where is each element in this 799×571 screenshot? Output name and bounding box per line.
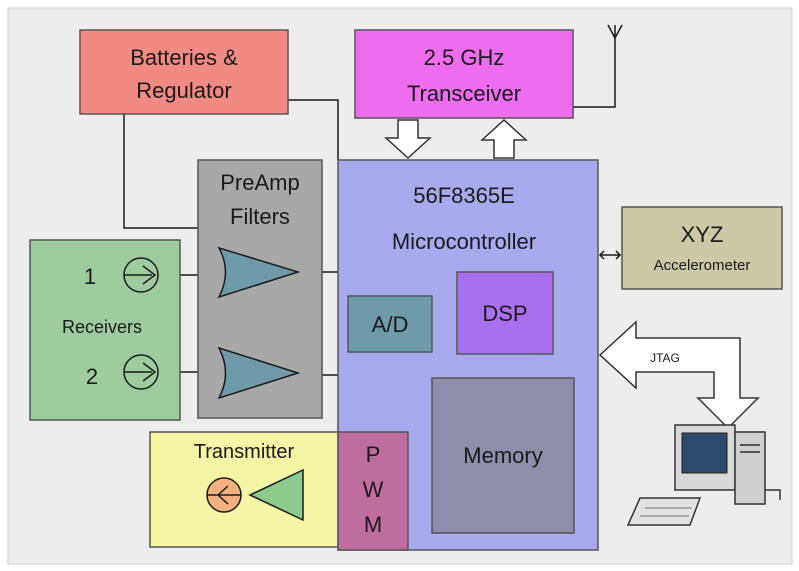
pwm-block[interactable]: P W M <box>337 431 409 551</box>
jtag-label: JTAG <box>650 351 680 365</box>
amplifier-icon <box>248 468 304 522</box>
power-wire-to-microcontroller <box>288 99 339 160</box>
accelerometer-block[interactable]: XYZ Accelerometer <box>621 206 783 290</box>
receivers-label: Receivers <box>62 317 142 337</box>
pwm-label-line3: M <box>364 512 382 537</box>
preamp-filters-label-line2: Filters <box>230 204 290 229</box>
receiver-1-number: 1 <box>84 264 96 289</box>
transceiver-to-mcu-arrow <box>384 119 432 160</box>
memory-box <box>431 377 575 534</box>
accelerometer-link-arrow <box>598 250 622 260</box>
speaker-icon <box>206 477 242 513</box>
batteries-regulator-block[interactable]: Batteries & Regulator <box>79 29 289 115</box>
antenna-wire <box>573 38 616 108</box>
dsp-label: DSP <box>482 301 527 326</box>
accelerometer-label-line2: Accelerometer <box>654 257 751 274</box>
adc-label: A/D <box>372 312 409 337</box>
transmitter-block[interactable]: Transmitter <box>149 431 339 548</box>
transceiver-block[interactable]: 2.5 GHz Transceiver <box>354 29 574 119</box>
transceiver-label-line1: 2.5 GHz <box>424 45 505 70</box>
accelerometer-box <box>621 206 783 290</box>
sensor-icon <box>123 354 159 390</box>
microcontroller-label-line2: Microcontroller <box>392 229 536 254</box>
adc-box <box>347 295 433 353</box>
accelerometer-label-line1: XYZ <box>681 222 724 247</box>
amplifier-icon <box>217 246 301 299</box>
power-wire-to-preamp <box>123 114 198 229</box>
pwm-label-line1: P <box>366 442 381 467</box>
receiver-2-number: 2 <box>86 364 98 389</box>
batteries-regulator-box <box>79 29 289 115</box>
batteries-regulator-label-line1: Batteries & <box>130 45 238 70</box>
transmitter-label: Transmitter <box>194 441 295 463</box>
dsp-box <box>456 271 554 355</box>
batteries-regulator-label-line2: Regulator <box>136 78 231 103</box>
adc-block[interactable]: A/D <box>347 295 433 353</box>
preamp-filters-label-line1: PreAmp <box>220 170 299 195</box>
mcu-to-transceiver-arrow <box>480 118 528 159</box>
memory-block[interactable]: Memory <box>431 377 575 534</box>
sensor-icon <box>123 257 159 293</box>
transceiver-label-line2: Transceiver <box>407 81 521 106</box>
pwm-label-line2: W <box>363 477 384 502</box>
pwm-box <box>337 431 409 551</box>
receivers-block[interactable]: Receivers 1 2 <box>29 239 181 421</box>
transmitter-box <box>149 431 339 548</box>
antenna-icon <box>607 24 623 39</box>
preamp-filters-block[interactable]: PreAmp Filters <box>197 159 323 419</box>
dsp-block[interactable]: DSP <box>456 271 554 355</box>
transceiver-box <box>354 29 574 119</box>
microcontroller-label-line1: 56F8365E <box>413 183 515 208</box>
amplifier-icon <box>217 346 301 400</box>
computer-icon <box>626 424 781 526</box>
memory-label: Memory <box>463 443 542 468</box>
